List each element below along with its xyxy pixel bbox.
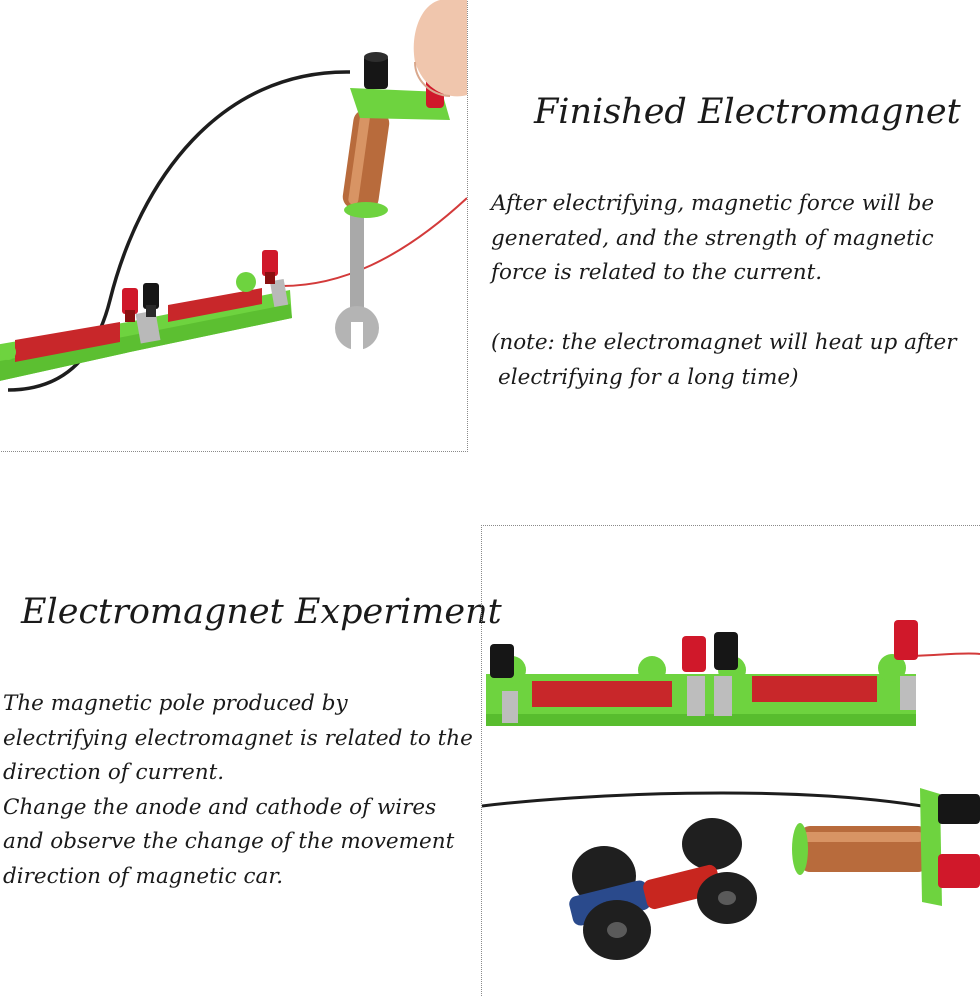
finger [413, 0, 467, 97]
wrench [335, 205, 379, 352]
red-wire [281, 197, 467, 287]
black-wire [482, 791, 923, 808]
finished-electromagnet-photo [0, 0, 467, 392]
finished-electromagnet-title: Finished Electromagnet [534, 92, 961, 132]
black-wire [7, 70, 351, 392]
heat-note-line1: (note: the electromagnet will heat up af… [491, 330, 957, 355]
experiment-paragraph-2: Change the anode and cathode of wires an… [3, 794, 455, 889]
magnetic-car [569, 818, 757, 960]
heat-note-line2: electrifying for a long time) [498, 364, 799, 390]
heat-note: (note: the electromagnet will heat up af… [491, 326, 976, 395]
experiment-photo [482, 620, 980, 960]
black-terminal-middle [714, 632, 738, 670]
experiment-paragraph-1: The magnetic pole produced by electrifyi… [3, 691, 473, 785]
red-terminal-middle [682, 636, 706, 672]
electromagnet-experiment-title: Electromagnet Experiment [21, 592, 502, 632]
experiment-description: The magnetic pole produced by electrifyi… [3, 687, 479, 894]
red-terminal-left [122, 288, 138, 322]
finished-electromagnet-description: After electrifying, magnetic force will … [491, 191, 935, 285]
copper-coil [342, 109, 390, 211]
black-terminal [143, 283, 159, 317]
battery-holder [0, 272, 292, 381]
electromagnet-coil [792, 788, 942, 906]
red-terminal-right [262, 250, 278, 284]
experiment-photo-frame [481, 525, 980, 996]
red-terminal-right [894, 620, 918, 660]
black-terminal-left [490, 644, 514, 678]
finished-electromagnet-photo-frame [0, 0, 468, 452]
